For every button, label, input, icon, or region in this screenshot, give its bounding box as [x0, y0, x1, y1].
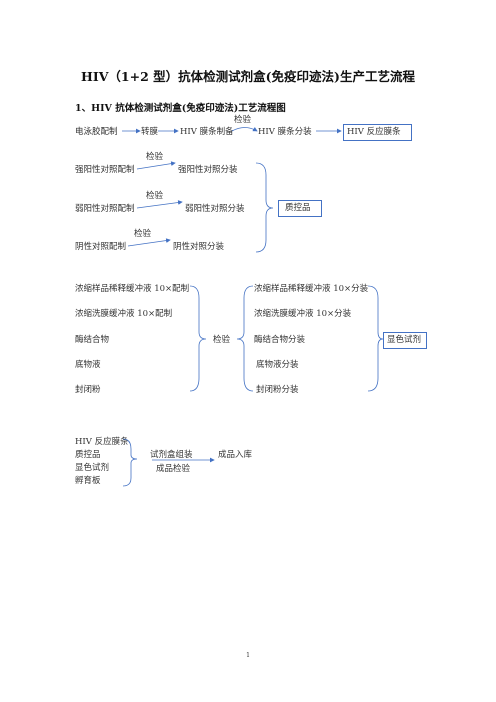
flow2-from-1: 强阳性对照配制 — [75, 165, 135, 175]
flow2-result-box — [278, 200, 322, 217]
flow1-result-box — [343, 124, 412, 141]
flow3-closing-brace — [367, 285, 384, 392]
flow1-step-strip-prep: HIV 膜条制备 — [180, 127, 234, 137]
flow2-from-2: 弱阳性对照配制 — [75, 204, 135, 214]
page-number: 1 — [246, 652, 250, 659]
flow4-brace — [122, 438, 138, 487]
flow1-step-strip-packing: HIV 膜条分装 — [258, 127, 312, 137]
flow3-right-4: 底物液分装 — [256, 360, 299, 370]
flow4-input-1: HIV 反应膜条 — [75, 437, 129, 447]
flow3-inspect-label: 检验 — [213, 335, 231, 345]
flow2-to-2: 弱阳性对照分装 — [185, 204, 245, 214]
flow2-result-label: 质控品 — [285, 203, 311, 213]
flow3-left-brace — [189, 285, 207, 392]
flow2-arrow-3 — [127, 238, 171, 247]
flow4-input-2: 质控品 — [75, 450, 101, 460]
flow1-inspect-label: 检验 — [234, 115, 252, 125]
flow3-result-box — [383, 332, 427, 349]
flow3-result-label: 显色试剂 — [387, 335, 422, 345]
flow3-left-3: 酶结合物 — [75, 335, 110, 345]
flow3-right-brace-lead — [236, 285, 254, 392]
flow3-right-3: 酶结合物分装 — [254, 335, 306, 345]
flow3-right-2: 浓缩洗膜缓冲液 10×分装 — [254, 309, 352, 319]
flow3-right-1: 浓缩样品稀释缓冲液 10×分装 — [254, 284, 369, 294]
page-title: HIV（1+2 型）抗体检测试剂盒(免疫印迹法)生产工艺流程 — [81, 69, 415, 84]
flow1-result-label: HIV 反应膜条 — [347, 127, 401, 137]
flow1-step-gel-prep: 电泳胶配制 — [75, 127, 118, 137]
flow2-inspect-label-3: 检验 — [134, 229, 152, 239]
flow2-arrow-2 — [136, 200, 183, 209]
flow3-left-1: 浓缩样品稀释缓冲液 10×配制 — [75, 284, 190, 294]
flow2-to-3: 阴性对照分装 — [173, 242, 225, 252]
flow2-arrow-1 — [136, 161, 176, 170]
flow3-left-4: 底物液 — [75, 360, 101, 370]
flow2-brace — [255, 162, 274, 253]
flow1-arrow-3 — [231, 126, 258, 132]
flow3-left-2: 浓缩洗膜缓冲液 10×配制 — [75, 309, 173, 319]
flow4-input-4: 孵育板 — [75, 476, 101, 486]
flow2-from-3: 阴性对照配制 — [75, 242, 127, 252]
flow4-inspect-label: 成品检验 — [156, 464, 191, 474]
flow1-step-transfer: 转膜 — [141, 127, 159, 137]
flow4-result-label: 成品入库 — [218, 450, 253, 460]
flow4-input-3: 显色试剂 — [75, 463, 110, 473]
flow2-to-1: 强阳性对照分装 — [178, 165, 238, 175]
flow3-right-5: 封闭粉分装 — [256, 385, 299, 395]
flow2-inspect-label-1: 检验 — [146, 152, 164, 162]
section-heading: 1、HIV 抗体检测试剂盒(免疫印迹法)工艺流程图 — [75, 103, 286, 114]
flow4-assembly-label: 试剂盒组装 — [150, 450, 193, 460]
flow2-inspect-label-2: 检验 — [146, 191, 164, 201]
flow3-left-5: 封闭粉 — [75, 385, 101, 395]
